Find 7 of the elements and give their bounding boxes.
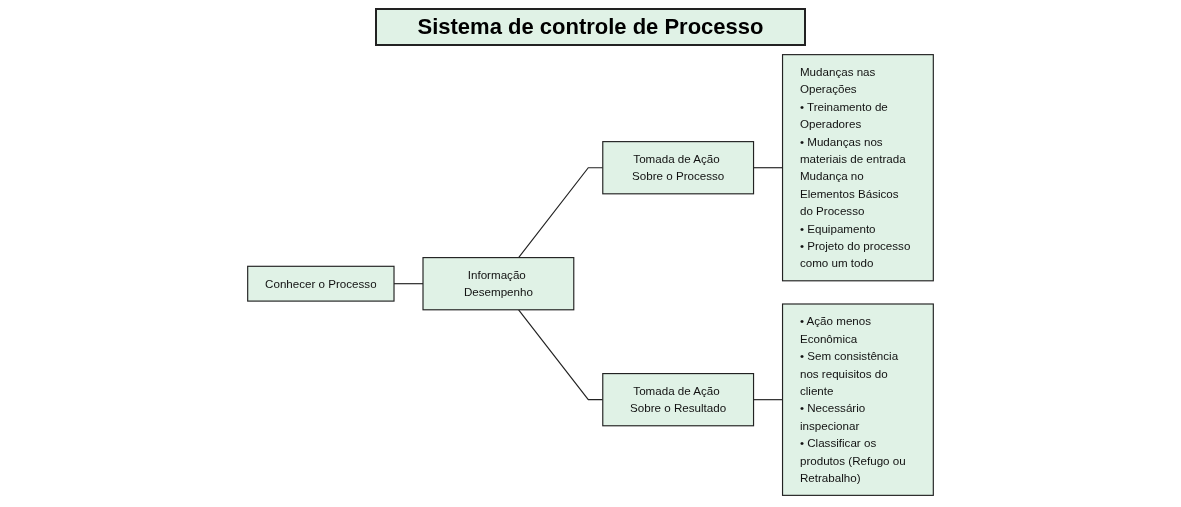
node-box: Informação Desempenho xyxy=(422,257,575,311)
node-box: Conhecer o Processo xyxy=(247,265,395,302)
node-box: Tomada de Ação Sobre o Resultado xyxy=(602,373,755,427)
node-box: • Ação menos Econômica • Sem consistência nos requisitos do cliente • Necessário inspecionar • Classificar os produtos (Refugo ou Retrabalho) xyxy=(781,303,934,496)
node-box: Tomada de Ação Sobre o Processo xyxy=(602,141,755,195)
node-box: Mudanças nas Operações • Treinamento de Operadores • Mudanças nos materiais de entrada Mudança no Elementos Básicos do Processo • Equipamento • Projeto do processo como um todo xyxy=(781,54,934,282)
title: Sistema de controle de Processo xyxy=(375,8,806,46)
